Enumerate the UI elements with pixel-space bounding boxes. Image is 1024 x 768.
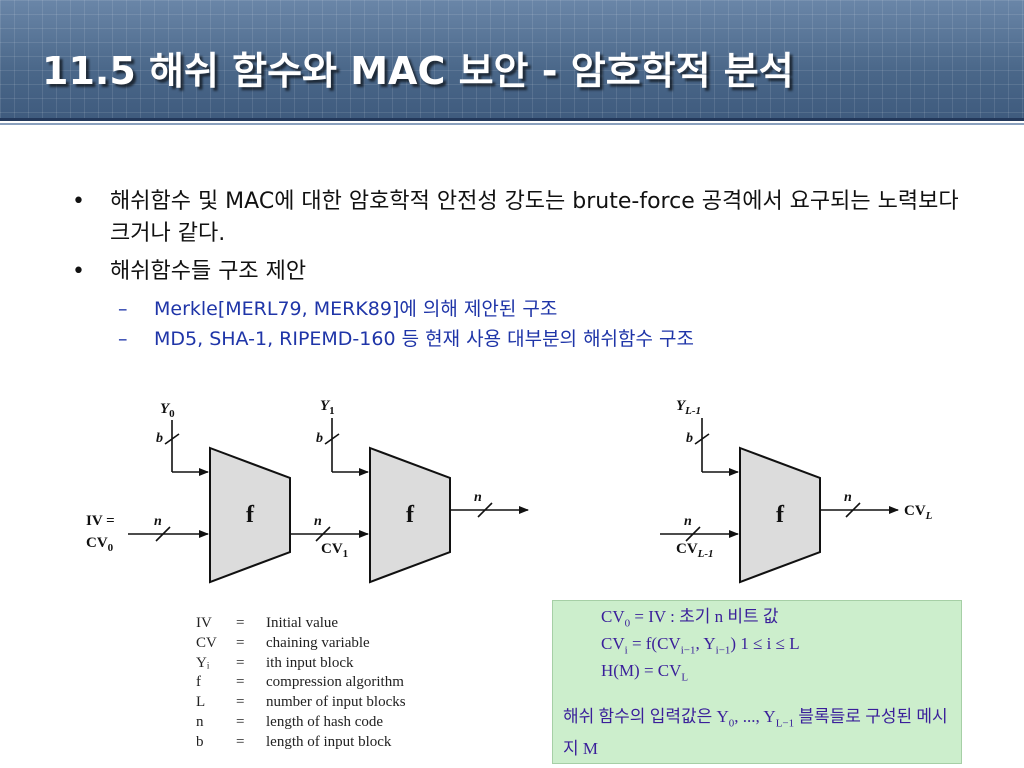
svg-text:YL-1: YL-1 bbox=[676, 398, 701, 417]
hash-structure-figure: f Y0 b IV = CV0 n f Y1 bbox=[68, 382, 966, 768]
svg-text:CVL: CVL bbox=[904, 503, 933, 522]
title-divider bbox=[0, 118, 1024, 121]
sub-bullet-marker: – bbox=[118, 298, 128, 320]
compression-block-1: f bbox=[209, 446, 291, 584]
bullet-item: • 해쉬함수들 구조 제안 bbox=[72, 256, 962, 288]
slide-title: 11.5 해쉬 함수와 MAC 보안 - 암호학적 분석 bbox=[42, 49, 794, 93]
svg-text:n: n bbox=[474, 490, 482, 505]
title-divider-thin bbox=[0, 123, 1024, 125]
bullet-marker: • bbox=[72, 189, 85, 214]
sub-bullet-text: MD5, SHA-1, RIPEMD-160 등 현재 사용 대부분의 해쉬함수… bbox=[154, 328, 694, 350]
svg-text:b: b bbox=[316, 431, 323, 446]
formula-cvi: CVi = f(CVi−1, Yi−1) 1 ≤ i ≤ L bbox=[601, 634, 800, 657]
compression-block-2: f bbox=[369, 446, 451, 584]
sub-bullet-item: – MD5, SHA-1, RIPEMD-160 등 현재 사용 대부분의 해쉬… bbox=[72, 324, 962, 354]
svg-text:CVL-1: CVL-1 bbox=[676, 541, 714, 560]
svg-text:n: n bbox=[314, 514, 322, 529]
title-bar: 11.5 해쉬 함수와 MAC 보안 - 암호학적 분석 bbox=[0, 0, 1024, 118]
input-y1: Y1 b bbox=[316, 398, 369, 476]
svg-text:n: n bbox=[684, 514, 692, 529]
iterated-hash-diagram: f Y0 b IV = CV0 n f Y1 bbox=[86, 398, 933, 584]
svg-text:Y0: Y0 bbox=[160, 401, 175, 420]
input-yl1: YL-1 b bbox=[676, 398, 739, 476]
svg-text:n: n bbox=[844, 490, 852, 505]
block-label: f bbox=[776, 502, 785, 528]
compression-block-last: f bbox=[739, 446, 821, 584]
iv-label: IV = bbox=[86, 513, 115, 529]
formula-hm: H(M) = CVL bbox=[601, 661, 689, 684]
block-label: f bbox=[406, 502, 415, 528]
sub-bullet-item: – Merkle[MERL79, MERK89]에 의해 제안된 구조 bbox=[72, 294, 962, 324]
block-label: f bbox=[246, 502, 255, 528]
final-output: n CVL bbox=[820, 490, 933, 522]
bit-label-b: b bbox=[156, 431, 163, 446]
sub-bullet-text: Merkle[MERL79, MERK89]에 의해 제안된 구조 bbox=[154, 298, 558, 320]
svg-text:CV0: CV0 bbox=[86, 535, 114, 554]
bullet-text: 해쉬함수들 구조 제안 bbox=[110, 259, 307, 284]
svg-text:CV1: CV1 bbox=[321, 541, 348, 560]
chain-cv1: n CV1 bbox=[290, 514, 369, 560]
chain-cvl1: n CVL-1 bbox=[660, 514, 739, 560]
formula-summary: 해쉬 함수의 입력값은 Y0, ..., YL−1 블록들로 구성된 메시지 M bbox=[563, 707, 948, 759]
bullet-text: 해쉬함수 및 MAC에 대한 암호학적 안전성 강도는 brute-force … bbox=[110, 189, 959, 246]
svg-text:Y1: Y1 bbox=[320, 398, 335, 417]
input-y0: Y0 b bbox=[156, 401, 209, 476]
bit-label-n: n bbox=[154, 514, 162, 529]
svg-text:b: b bbox=[686, 431, 693, 446]
output-arrow-2: n bbox=[450, 490, 529, 518]
bullet-list: • 해쉬함수 및 MAC에 대한 암호학적 안전성 강도는 brute-forc… bbox=[72, 186, 962, 354]
bullet-marker: • bbox=[72, 259, 85, 284]
formula-cv0: CV0 = IV : 초기 n 비트 값 bbox=[601, 607, 779, 630]
iv-input: IV = CV0 n bbox=[86, 513, 209, 554]
bullet-item: • 해쉬함수 및 MAC에 대한 암호학적 안전성 강도는 brute-forc… bbox=[72, 186, 962, 250]
formula-note-box: CV0 = IV : 초기 n 비트 값 CVi = f(CVi−1, Yi−1… bbox=[552, 600, 962, 764]
sub-bullet-marker: – bbox=[118, 328, 128, 350]
